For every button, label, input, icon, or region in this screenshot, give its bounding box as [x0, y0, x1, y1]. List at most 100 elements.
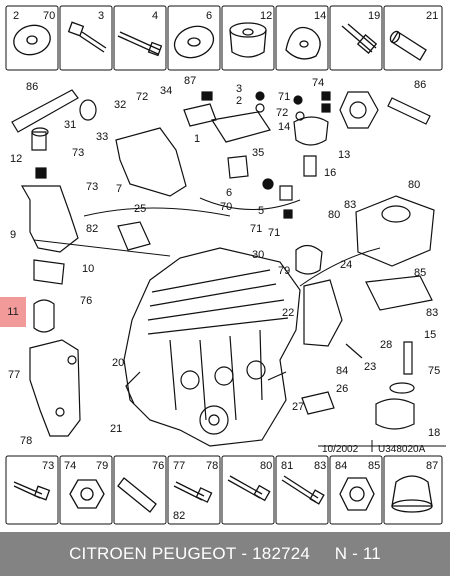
cap-nut-icon: [391, 475, 433, 513]
bottom-parts-icons: [13, 475, 433, 513]
top-number: 70: [43, 10, 55, 22]
bottom-number: 82: [173, 510, 185, 522]
long-stud-icon: [281, 475, 325, 505]
bottom-number: 77: [173, 460, 185, 472]
top-parts-icons: [13, 21, 427, 61]
callout: 34: [160, 85, 172, 97]
callout: 14: [278, 121, 290, 133]
bottom-parts-numbers: 73 74 79 76 77 78 82 80 81 83 84 85 87: [42, 460, 438, 522]
right-upper-mount: [293, 91, 431, 177]
bottom-number: 81: [281, 460, 293, 472]
callout: 73: [72, 147, 84, 159]
washer-icon: [13, 24, 51, 56]
bottom-number: 78: [206, 460, 218, 472]
callout: 87: [184, 75, 196, 87]
callout: 82: [86, 223, 98, 235]
threaded-stud-icon: [227, 475, 271, 502]
callout: 20: [112, 357, 124, 369]
footer-separator: -: [236, 544, 253, 563]
callout: 33: [96, 131, 108, 143]
top-parts-row: [5, 5, 443, 71]
callout: 31: [64, 119, 76, 131]
footer-position: N - 11: [334, 544, 381, 563]
callout: 3: [236, 83, 242, 95]
callout: 74: [312, 77, 324, 89]
callout: 72: [276, 107, 288, 119]
callout: 16: [324, 167, 336, 179]
bottom-number: 80: [260, 460, 272, 472]
footer-part-number: 182724: [252, 544, 311, 563]
callout: 22: [282, 307, 294, 319]
hex-nut-icon: [69, 479, 105, 509]
bottom-number: 83: [314, 460, 326, 472]
bottom-number: 76: [152, 460, 164, 472]
bottom-parts-row: [5, 455, 443, 525]
top-number: 21: [426, 10, 438, 22]
bottom-number: 84: [335, 460, 347, 472]
callout: 24: [340, 259, 352, 271]
callout: 71: [250, 223, 262, 235]
callout: 6: [226, 187, 232, 199]
callout: 83: [426, 307, 438, 319]
callout: 84: [336, 365, 348, 377]
callout: 80: [408, 179, 420, 191]
callout: 21: [110, 423, 122, 435]
callout: 71: [268, 227, 280, 239]
footer-brand: CITROEN PEUGEOT: [69, 544, 237, 563]
bolt-icon: [13, 481, 51, 501]
callout: 75: [428, 365, 440, 377]
callout: 35: [252, 147, 264, 159]
callout: 32: [114, 99, 126, 111]
callout: 26: [336, 383, 348, 395]
parts-diagram: 2 70 3 4 6 12 14 1 9 21 73 74: [5, 5, 446, 525]
callout: 2: [236, 95, 242, 107]
callout-numbers: 86 32 31 33 12 73 73 9 10 76 77 20 78 21…: [8, 75, 440, 447]
callout: 28: [380, 339, 392, 351]
long-bolt-icon: [117, 31, 163, 57]
date-code: 10/2002: [322, 444, 359, 455]
callout: 72: [136, 91, 148, 103]
footer-bar: CITROEN PEUGEOT - 182724 N - 11: [0, 532, 450, 576]
callout: 27: [292, 401, 304, 413]
callout: 71: [278, 91, 290, 103]
callout: 83: [344, 199, 356, 211]
callout: 78: [20, 435, 32, 447]
left-mount-assembly: [11, 89, 97, 437]
callout: 25: [134, 203, 146, 215]
callout: 85: [414, 267, 426, 279]
callout: 30: [252, 249, 264, 261]
callout: 79: [278, 265, 290, 277]
callout: 5: [258, 205, 264, 217]
engine-block-drawing: [33, 197, 381, 447]
callout: 18: [428, 427, 440, 439]
callout: 70: [220, 201, 232, 213]
drawing-code: U348020A: [378, 444, 426, 455]
bolt-icon: [67, 21, 107, 53]
sleeve-icon: [389, 30, 427, 61]
top-number: 14: [314, 10, 326, 22]
top-number: 6: [206, 10, 212, 22]
bottom-number: 73: [42, 460, 54, 472]
stud-icon: [341, 23, 378, 55]
bottom-number: 79: [96, 460, 108, 472]
shaped-washer-icon: [285, 26, 321, 60]
bottom-number: 87: [426, 460, 438, 472]
top-number: 4: [152, 10, 158, 22]
flange-bolt-icon: [173, 481, 213, 503]
callout: 12: [10, 153, 22, 165]
flat-washer-icon: [173, 25, 215, 59]
highlighted-part-label: 11: [0, 297, 26, 327]
flange-nut-icon: [339, 477, 375, 511]
callout: 1: [194, 133, 200, 145]
sleeve-icon: [117, 477, 157, 513]
footer-gap: [310, 544, 335, 564]
top-number: 3: [98, 10, 104, 22]
callout: 86: [26, 81, 38, 93]
callout: 9: [10, 229, 16, 241]
callout: 76: [80, 295, 92, 307]
callout: 15: [424, 329, 436, 341]
right-mount-assembly: [295, 195, 435, 430]
callout: 73: [86, 181, 98, 193]
callout: 23: [364, 361, 376, 373]
callout: 10: [82, 263, 94, 275]
